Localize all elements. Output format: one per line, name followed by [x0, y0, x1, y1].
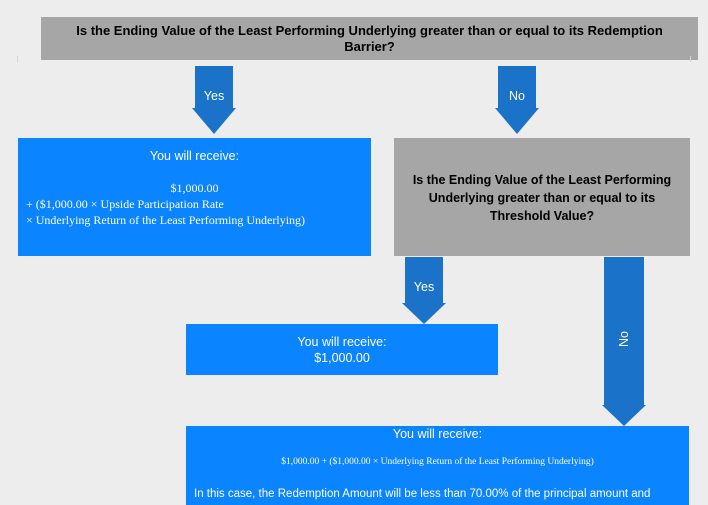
threshold-question-line1: Is the Ending Value of the Least Perform…	[412, 173, 672, 187]
threshold-yes-result-title: You will receive:	[297, 335, 387, 349]
top-question-line2: Barrier?	[344, 39, 395, 54]
divider-tick-left	[17, 56, 18, 62]
no-arrow-down	[495, 66, 539, 134]
threshold-no-result-note: In this case, the Redemption Amount will…	[194, 488, 651, 500]
threshold-yes-arrow-label: Yes	[413, 280, 435, 294]
threshold-no-result-title: You will receive:	[392, 427, 483, 441]
threshold-no-arrow-down	[602, 257, 646, 426]
threshold-yes-result-amount: $1,000.00	[314, 351, 370, 365]
yes-arrow-label: Yes	[203, 89, 225, 103]
no-arrow-label: No	[509, 89, 525, 103]
threshold-question-line3: Threshold Value?	[489, 209, 595, 223]
divider-tick-right	[690, 56, 691, 62]
top-question-box: Is the Ending Value of the Least Perform…	[41, 17, 698, 60]
threshold-no-result-formula: $1,000.00 + ($1,000.00 × Underlying Retu…	[281, 457, 594, 467]
yes-result-amount: $1,000.00	[170, 181, 219, 195]
threshold-no-arrow-label: No	[617, 331, 631, 347]
threshold-question-line2: Underlying greater than or equal to its	[428, 191, 656, 205]
top-question-line1: Is the Ending Value of the Least Perform…	[76, 23, 663, 38]
yes-result-title: You will receive:	[149, 149, 240, 163]
yes-result-box: You will receive: $1,000.00 + ($1,000.00…	[18, 138, 371, 256]
threshold-question-box: Is the Ending Value of the Least Perform…	[394, 138, 690, 256]
yes-arrow-down	[192, 66, 236, 134]
threshold-yes-result-box: You will receive: $1,000.00	[186, 324, 498, 375]
threshold-yes-arrow-down	[402, 257, 446, 324]
yes-result-line2: × Underlying Return of the Least Perform…	[26, 213, 306, 227]
threshold-no-result-box: You will receive: $1,000.00 + ($1,000.00…	[186, 426, 689, 505]
yes-result-line1: + ($1,000.00 × Upside Participation Rate	[26, 197, 224, 211]
